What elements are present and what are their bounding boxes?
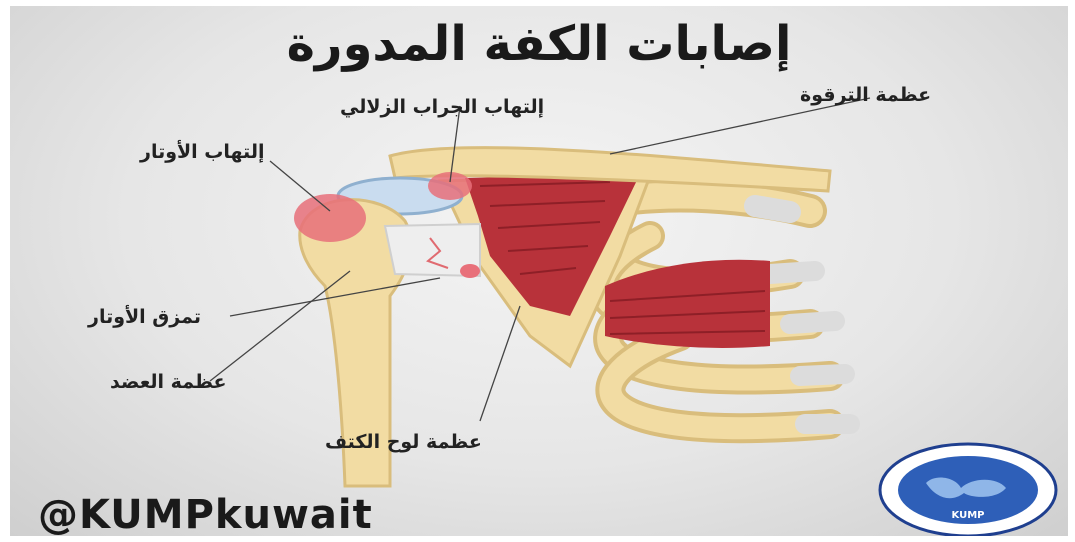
- label-bursitis: إلتهاب الجراب الزلالي: [340, 96, 544, 118]
- social-handle: @KUMPkuwait: [38, 492, 373, 536]
- tendinitis-spot: [294, 194, 366, 242]
- label-humerus: عظمة العضد: [110, 371, 226, 393]
- logo-text: KUMP: [952, 510, 985, 521]
- tear-spot: [460, 264, 480, 278]
- label-tendon-tear: تمزق الأوتار: [88, 306, 201, 328]
- label-scapula: عظمة لوح الكتف: [325, 431, 482, 453]
- bursitis-spot: [428, 172, 472, 200]
- infographic: إصابات الكفة المدورة: [10, 6, 1068, 536]
- kump-logo: KUMP: [876, 438, 1060, 536]
- label-clavicle: عظمة الترقوة: [800, 84, 931, 106]
- label-tendinitis: إلتهاب الأوتار: [140, 141, 264, 163]
